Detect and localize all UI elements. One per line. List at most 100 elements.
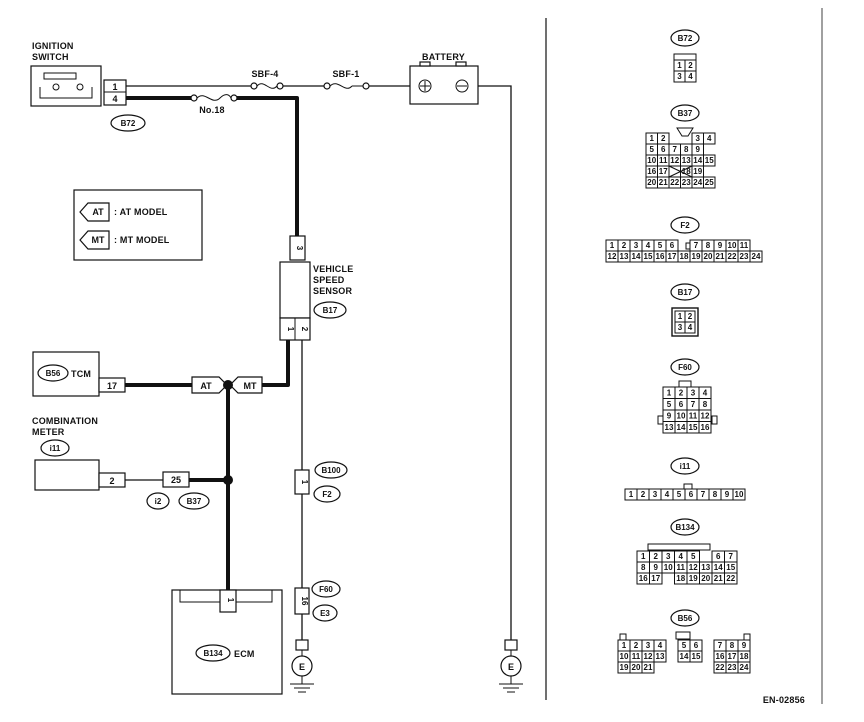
b100-id (314, 461, 348, 479)
legend: AT : AT MODEL MT : MT MODEL (73, 189, 203, 261)
b17-id: B17 (670, 283, 700, 301)
f2-pin-8: 8 (706, 241, 711, 250)
svg-text:B72: B72 (678, 34, 693, 43)
ground-right: E (499, 639, 523, 693)
svg-text:B134: B134 (203, 649, 223, 658)
b37-pin-8: 8 (684, 145, 689, 154)
f2-id: F2 (670, 216, 700, 234)
b134-pin-2: 2 (654, 552, 659, 561)
svg-text:MT: MT (244, 381, 257, 391)
b56-pin-16: 16 (716, 652, 725, 661)
wire-battery-ground (478, 85, 512, 640)
svg-text:No.18: No.18 (199, 105, 225, 115)
f2-pin-13: 13 (620, 252, 629, 261)
svg-text:SBF-4: SBF-4 (251, 69, 278, 79)
legend-at-tag (79, 202, 110, 222)
svg-text:B134: B134 (675, 523, 695, 532)
svg-text:E: E (299, 662, 305, 672)
b37-pin-15: 15 (705, 156, 714, 165)
b56-pin-22: 22 (716, 663, 725, 672)
vehicle-speed-sensor: 3 1 2 VEHICLE SPEED SENSOR B17 (279, 235, 353, 341)
b37-pin-24: 24 (693, 178, 702, 187)
b56-pin-4: 4 (658, 641, 663, 650)
battery-negative-terminal (455, 79, 469, 93)
b37-pin-4: 4 (707, 134, 712, 143)
f2-id (313, 485, 341, 503)
svg-text:F60: F60 (319, 585, 333, 594)
b37-pin-3: 3 (696, 134, 701, 143)
i11-pin-1: 1 (629, 490, 634, 499)
battery: BATTERY (409, 52, 479, 105)
b56-pin-20: 20 (632, 663, 641, 672)
svg-text:17: 17 (107, 381, 117, 391)
b134-pin-6: 6 (716, 552, 721, 561)
ignition-switch: IGNITION SWITCH 1 4 B72 (30, 41, 146, 132)
b56-pin-14: 14 (680, 652, 689, 661)
b56-pin-19: 19 (620, 663, 629, 672)
svg-text:i11: i11 (50, 444, 61, 453)
f60-pin-7: 7 (691, 400, 696, 409)
f60-pin-4: 4 (703, 389, 708, 398)
b37-pin-12: 12 (670, 156, 679, 165)
b134-pin-13: 13 (701, 563, 710, 572)
b56-pin-1: 1 (622, 641, 627, 650)
b37-pin-2: 2 (661, 134, 666, 143)
b37-pin-13: 13 (682, 156, 691, 165)
b134-pin-22: 22 (726, 574, 735, 583)
svg-text:AT: AT (200, 381, 212, 391)
b37-pin-16: 16 (647, 167, 656, 176)
b56-pin-5: 5 (682, 641, 687, 650)
b134-pin-14: 14 (714, 563, 723, 572)
wire-no18-to-vss (237, 96, 299, 236)
svg-text:B37: B37 (678, 109, 693, 118)
f60-pin-15: 15 (689, 423, 698, 432)
b56-pin-21: 21 (644, 663, 653, 672)
ignition-switch-label-2: SWITCH (32, 52, 69, 62)
ignition-key-slot (43, 72, 77, 80)
b56-pin-12: 12 (644, 652, 653, 661)
b134-pin-8: 8 (641, 563, 646, 572)
joint-right-id (178, 492, 210, 510)
vss-connector-id (313, 301, 347, 319)
f2-pin-19: 19 (692, 252, 701, 261)
b72-pin-1: 1 (677, 61, 682, 70)
tcm-label: TCM (71, 369, 91, 379)
i11-pin-6: 6 (689, 490, 694, 499)
b134-pin-9: 9 (654, 563, 659, 572)
b56-pin-13: 13 (656, 652, 665, 661)
b37-pin-10: 10 (647, 156, 656, 165)
vss-top-connector (289, 235, 306, 261)
i11-pin-3: 3 (653, 490, 658, 499)
f60-pin-10: 10 (677, 412, 686, 421)
f2-pin-23: 23 (740, 252, 749, 261)
b17-pin-4: 4 (688, 323, 693, 332)
b56-pin-10: 10 (620, 652, 629, 661)
combination-meter: COMBINATION METER i11 2 (32, 416, 126, 491)
svg-text:B100: B100 (321, 466, 341, 475)
joint-left-id (146, 492, 170, 510)
tcm: B56 TCM 17 (32, 351, 126, 397)
f2-pin-6: 6 (670, 241, 675, 250)
b134-pin-20: 20 (701, 574, 710, 583)
ignition-pin-1: 1 (112, 82, 117, 92)
joint-connector: 25 i2 B37 (146, 471, 210, 510)
f2-pin-9: 9 (718, 241, 723, 250)
b37-pin-19: 19 (693, 167, 702, 176)
i11-pin-9: 9 (725, 490, 730, 499)
i11-pin-4: 4 (665, 490, 670, 499)
svg-text:BATTERY: BATTERY (422, 52, 465, 62)
ignition-bracket (39, 87, 93, 99)
b37-pin-23: 23 (682, 178, 691, 187)
legend-at-text: : AT MODEL (114, 207, 168, 217)
svg-text:2: 2 (109, 476, 114, 486)
svg-text:B37: B37 (187, 497, 202, 506)
meter-body (34, 459, 100, 491)
b37-pin-5: 5 (650, 145, 655, 154)
svg-text:F60: F60 (678, 363, 692, 372)
f2-pin-11: 11 (740, 241, 749, 250)
